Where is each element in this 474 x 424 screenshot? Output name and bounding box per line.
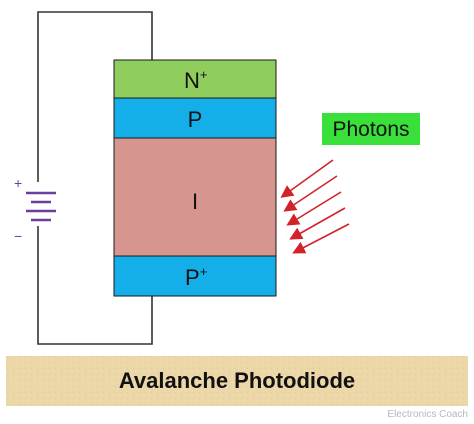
p-plus-label: P+ [185, 264, 207, 290]
p-layer [113, 97, 277, 139]
diagram-title: Avalanche Photodiode [119, 368, 355, 393]
battery-negative-sign: − [14, 228, 22, 244]
photons-label-box [322, 113, 420, 145]
photons-label: Photons [332, 118, 409, 141]
intrinsic-layer [113, 137, 277, 257]
n-plus-layer [113, 59, 277, 99]
circuit-wire-top [37, 11, 153, 182]
photon-arrow [289, 207, 346, 240]
watermark: Electronics Coach [387, 409, 468, 420]
intrinsic-label: I [192, 189, 198, 214]
photon-arrow [292, 223, 350, 254]
photon-arrow [280, 159, 334, 198]
circuit-wire-bottom [37, 226, 153, 345]
title-banner [6, 356, 468, 406]
p-plus-layer [113, 255, 277, 297]
photon-arrows [280, 159, 350, 254]
battery-icon: + − [14, 175, 56, 244]
p-label: P [188, 107, 203, 132]
battery-positive-sign: + [14, 175, 22, 191]
photon-arrow [283, 175, 338, 212]
n-plus-label: N+ [184, 67, 207, 93]
photon-arrow [286, 191, 342, 226]
